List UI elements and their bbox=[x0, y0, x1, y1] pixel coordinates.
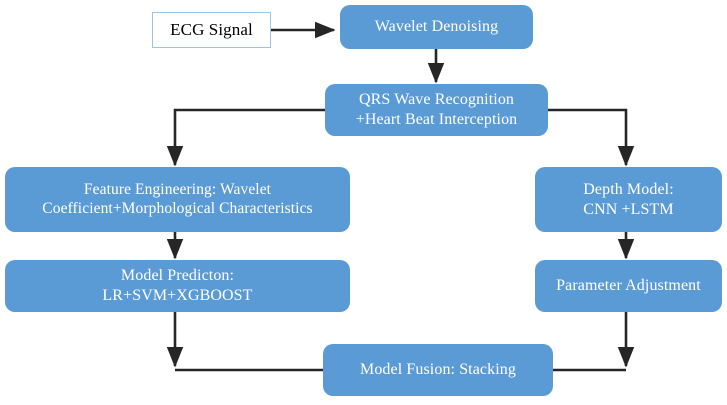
node-feature-engineering[interactable]: Feature Engineering: Wavelet Coefficient… bbox=[5, 167, 350, 232]
connector-qrs-to-depth bbox=[548, 108, 635, 167]
node-parameter-adjustment[interactable]: Parameter Adjustment bbox=[535, 260, 722, 312]
node-feature-engineering-label: Feature Engineering: Wavelet Coefficient… bbox=[42, 180, 313, 217]
node-model-prediction[interactable]: Model Predicton: LR+SVM+XGBOOST bbox=[5, 260, 350, 312]
node-qrs-recognition-label: QRS Wave Recognition +Heart Beat Interce… bbox=[355, 91, 518, 128]
node-parameter-adjustment-label: Parameter Adjustment bbox=[556, 277, 701, 295]
node-model-fusion-label: Model Fusion: Stacking bbox=[360, 361, 516, 379]
connector-qrs-to-feature bbox=[166, 108, 325, 167]
node-wavelet-denoising[interactable]: Wavelet Denoising bbox=[340, 5, 533, 49]
node-qrs-recognition[interactable]: QRS Wave Recognition +Heart Beat Interce… bbox=[325, 84, 548, 136]
node-depth-model-label: Depth Model: CNN +LSTM bbox=[583, 180, 674, 218]
node-model-prediction-label: Model Predicton: LR+SVM+XGBOOST bbox=[102, 267, 253, 304]
node-ecg-signal-label: ECG Signal bbox=[170, 19, 253, 39]
node-depth-model[interactable]: Depth Model: CNN +LSTM bbox=[535, 167, 722, 232]
node-wavelet-denoising-label: Wavelet Denoising bbox=[374, 18, 499, 36]
node-ecg-signal[interactable]: ECG Signal bbox=[152, 12, 271, 48]
node-model-fusion[interactable]: Model Fusion: Stacking bbox=[323, 344, 553, 396]
